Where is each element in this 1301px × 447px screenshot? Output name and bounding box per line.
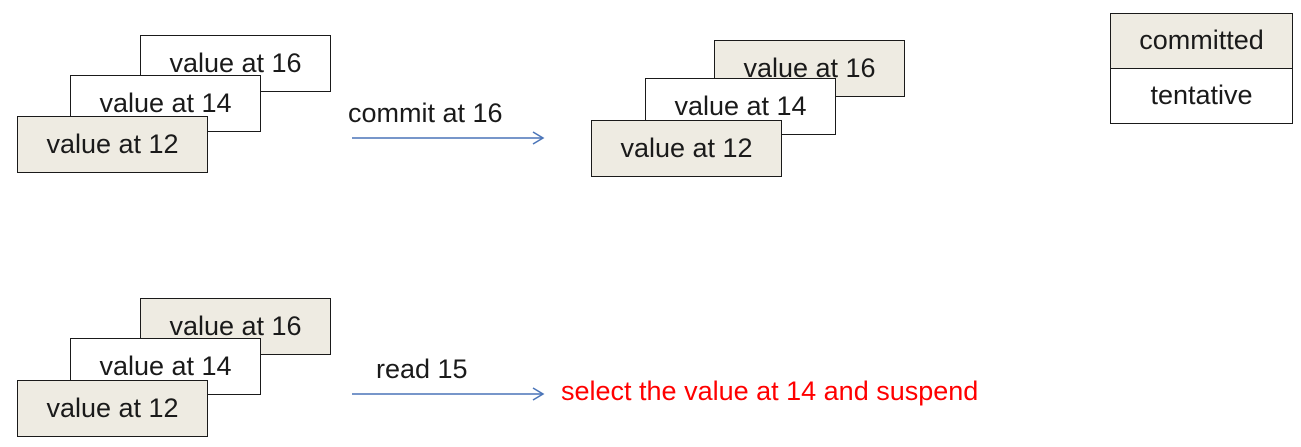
arrow-right-icon	[352, 131, 545, 145]
legend-committed: committed	[1111, 14, 1292, 69]
version-box-12-committed: value at 12	[591, 120, 782, 177]
version-label: value at 12	[620, 133, 753, 163]
operation-label-read: read 15	[376, 354, 468, 384]
legend: committed tentative	[1110, 13, 1293, 124]
version-label: value at 16	[169, 311, 302, 341]
operation-label-commit: commit at 16	[348, 98, 503, 128]
legend-tentative: tentative	[1111, 68, 1292, 123]
legend-committed-label: committed	[1139, 25, 1264, 56]
version-label: value at 14	[99, 88, 232, 118]
arrow-right-icon	[352, 387, 545, 401]
version-label: value at 16	[169, 48, 302, 78]
version-label: value at 16	[743, 53, 876, 83]
legend-tentative-label: tentative	[1150, 80, 1253, 111]
version-label: value at 14	[99, 351, 232, 381]
version-box-12-committed: value at 12	[17, 380, 208, 437]
read-result-text: select the value at 14 and suspend	[561, 376, 979, 406]
version-box-12-committed: value at 12	[17, 116, 208, 173]
version-label: value at 12	[46, 129, 179, 159]
version-label: value at 12	[46, 393, 179, 423]
version-label: value at 14	[674, 91, 807, 121]
